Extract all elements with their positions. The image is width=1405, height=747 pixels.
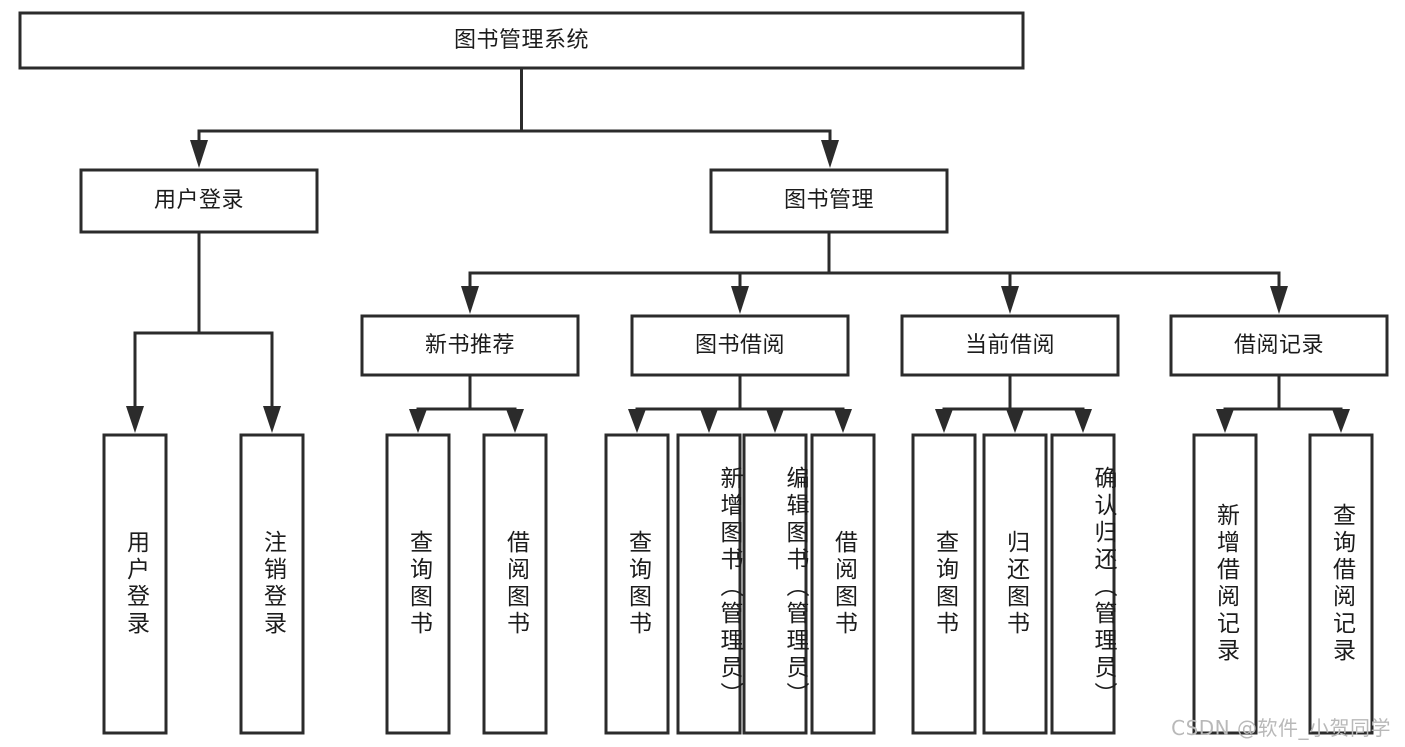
arrow-head-icon [126,406,144,433]
arrow-head-icon [834,409,852,433]
leaf-user-login-box[interactable] [102,433,168,735]
node-current-borrow-box[interactable] [900,314,1120,377]
leaf-borrow-book-recommend-box[interactable] [482,433,548,735]
connector-userlogin-to-leaves [126,230,281,433]
arrow-head-icon [731,286,749,314]
leaf-query-book-recommend-box[interactable] [385,433,451,735]
leaf-query-book-borrow-box[interactable] [604,433,670,735]
node-book-management-box[interactable] [709,168,949,234]
arrow-head-icon [935,409,953,433]
leaf-add-borrow-record-box[interactable] [1192,433,1258,735]
connector-newbook-to-leaves [409,373,524,433]
arrow-head-icon [409,409,427,433]
arrow-head-icon [766,409,784,433]
arrow-head-icon [461,286,479,314]
leaf-query-book-current-box[interactable] [911,433,977,735]
leaf-confirm-return-admin-box[interactable] [1050,433,1116,735]
node-borrow-record-box[interactable] [1169,314,1389,377]
node-user-login-box[interactable] [79,168,319,234]
arrow-head-icon [1006,409,1024,433]
leaf-edit-book-admin-box[interactable] [742,433,808,735]
arrow-head-icon [1216,409,1234,433]
csdn-watermark: CSDN @软件_小贺同学 [1171,716,1391,740]
node-new-book-recommend-box[interactable] [360,314,580,377]
arrow-head-icon [1074,409,1092,433]
arrow-head-icon [700,409,718,433]
arrow-head-icon [506,409,524,433]
connector-root-to-level2 [190,66,839,168]
leaf-query-borrow-record-box[interactable] [1308,433,1374,735]
node-root-box[interactable] [18,11,1025,70]
arrow-head-icon [821,140,839,168]
leaf-return-book-box[interactable] [982,433,1048,735]
node-book-borrow-box[interactable] [630,314,850,377]
connector-bookborrow-to-leaves [628,373,852,433]
leaf-borrow-book-box[interactable] [810,433,876,735]
arrow-head-icon [1001,286,1019,314]
arrow-head-icon [1332,409,1350,433]
leaf-add-book-admin-box[interactable] [676,433,742,735]
arrow-head-icon [1270,286,1288,314]
arrow-head-icon [190,140,208,168]
arrow-head-icon [263,406,281,433]
connector-bookmgmt-to-level3 [461,230,1288,314]
arrow-head-icon [628,409,646,433]
leaf-logout-login-box[interactable] [239,433,305,735]
connector-currentborrow-to-leaves [935,373,1092,433]
connector-borrowrecord-to-leaves [1216,373,1350,433]
